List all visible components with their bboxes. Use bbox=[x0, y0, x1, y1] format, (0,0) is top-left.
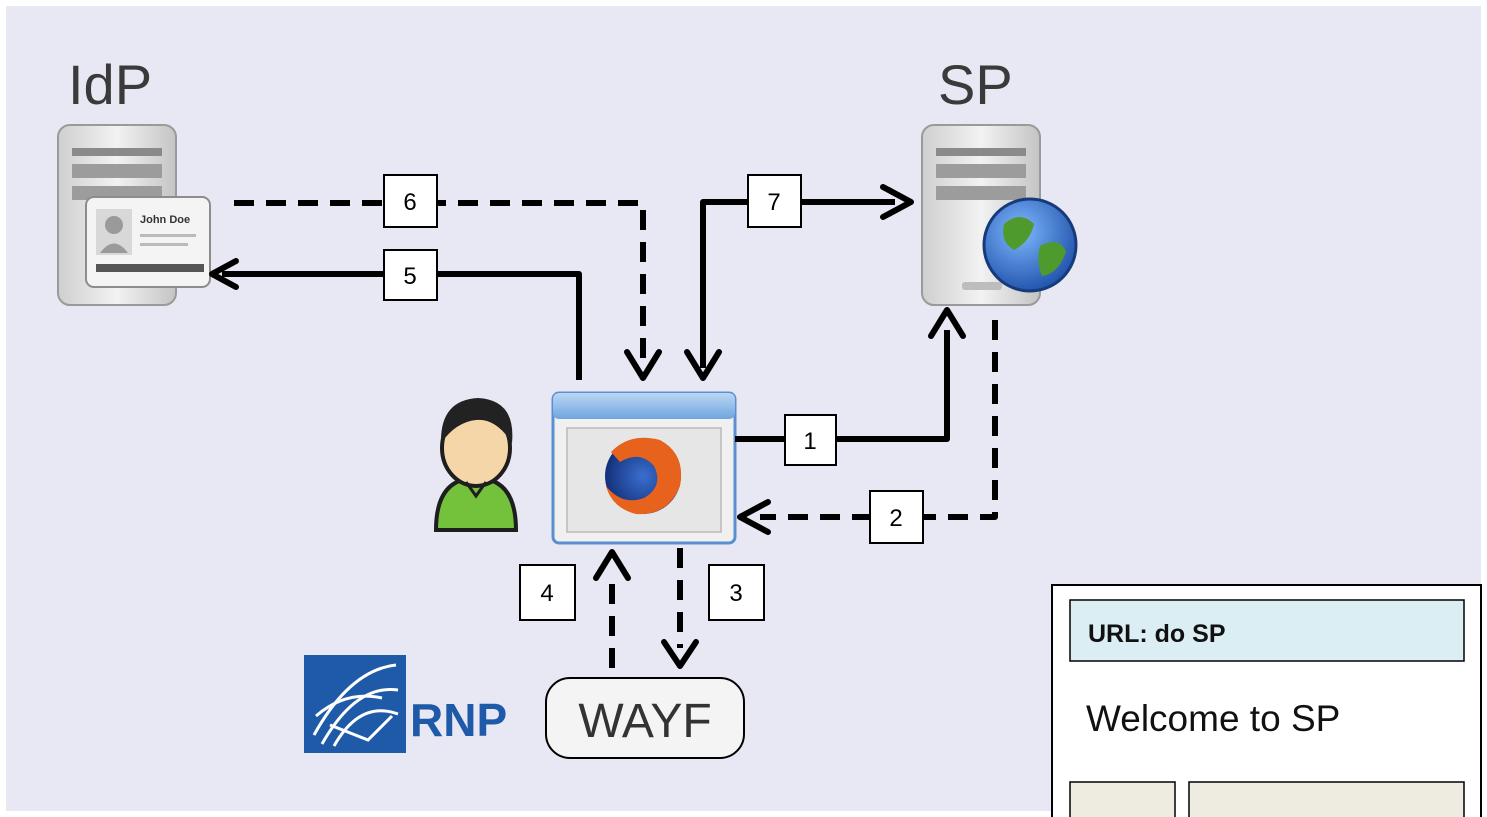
arrowhead-7 bbox=[684, 349, 722, 381]
rnp-wordmark: RNP bbox=[410, 694, 507, 746]
page-panel-right bbox=[1188, 781, 1465, 817]
svg-text:6: 6 bbox=[403, 189, 416, 216]
welcome-text: Welcome to SP bbox=[1086, 698, 1340, 739]
idp-title: IdP bbox=[68, 53, 152, 116]
user-icon bbox=[433, 398, 519, 532]
svg-text:2: 2 bbox=[889, 505, 902, 532]
step-label-1: 1 bbox=[784, 414, 837, 466]
svg-text:3: 3 bbox=[729, 580, 742, 607]
url-text: URL: do SP bbox=[1088, 620, 1226, 648]
rnp-logo: RNP bbox=[304, 655, 507, 753]
step-label-4: 4 bbox=[519, 564, 576, 621]
arrowhead-2 bbox=[737, 499, 771, 535]
sp-server-icon bbox=[921, 124, 1041, 306]
svg-text:5: 5 bbox=[403, 263, 416, 290]
step-label-2: 2 bbox=[869, 490, 924, 544]
arrowhead-7b bbox=[880, 184, 914, 220]
flow-arrow-7 bbox=[700, 199, 895, 368]
step-label-3: 3 bbox=[708, 564, 765, 621]
id-card-name: John Doe bbox=[140, 214, 190, 226]
svg-text:4: 4 bbox=[540, 580, 553, 607]
flow-arrow-2 bbox=[760, 320, 998, 520]
id-card-icon: John Doe bbox=[85, 196, 211, 288]
arrowhead-1 bbox=[928, 307, 966, 339]
flow-arrow-5 bbox=[222, 271, 582, 380]
arrowhead-4 bbox=[593, 549, 631, 581]
browser-icon bbox=[551, 391, 737, 545]
step-label-7: 7 bbox=[747, 174, 802, 228]
sp-title: SP bbox=[938, 53, 1013, 116]
svg-text:1: 1 bbox=[803, 428, 816, 455]
url-bar bbox=[1069, 599, 1465, 662]
flow-arrow-6 bbox=[234, 200, 646, 358]
arrowhead-3 bbox=[661, 639, 699, 669]
sp-page-inset: URL: do SP Welcome to SP bbox=[1051, 584, 1482, 817]
step-label-5: 5 bbox=[383, 249, 438, 301]
page-panel-left bbox=[1069, 781, 1176, 817]
arrowhead-5 bbox=[209, 258, 239, 290]
step-label-6: 6 bbox=[383, 174, 438, 228]
arrowhead-6 bbox=[624, 349, 662, 381]
globe-icon bbox=[982, 197, 1078, 293]
svg-text:7: 7 bbox=[767, 189, 780, 216]
firefox-icon bbox=[605, 437, 682, 515]
wayf-box: WAYF bbox=[545, 677, 745, 759]
wayf-label: WAYF bbox=[578, 695, 711, 748]
